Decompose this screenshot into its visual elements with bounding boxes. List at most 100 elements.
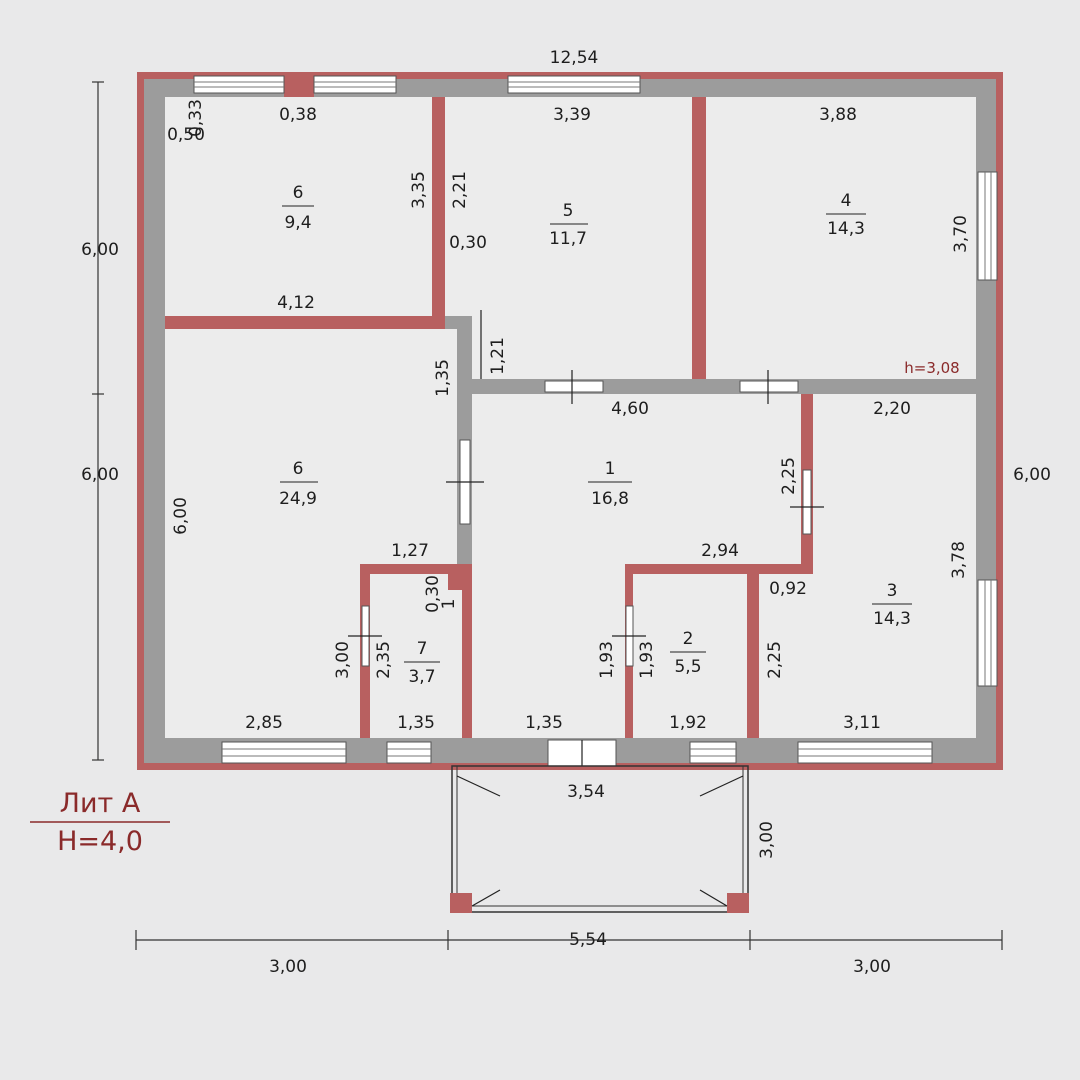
room-number: 2: [683, 629, 694, 649]
window-bottom-3: [689, 741, 737, 764]
window-top-1: [193, 75, 285, 94]
window-bottom-4: [797, 741, 933, 764]
doors: [348, 310, 824, 767]
dim-right: 6,00: [1013, 465, 1051, 485]
dim-left-lower: 6,00: [81, 465, 119, 485]
room-area: 5,5: [674, 657, 701, 677]
dim-porch-inner: 3,54: [567, 782, 605, 802]
porch-post-right: [727, 893, 749, 913]
dim-r1-top: 4,60: [611, 399, 649, 419]
floor-room-3: [759, 394, 976, 738]
dim-porch-width: 5,54: [569, 930, 607, 950]
dim-r7-bottom: 1,35: [397, 713, 435, 733]
wall-7-pier: [448, 570, 462, 590]
window-bottom-1: [221, 741, 347, 764]
room-number: 5: [563, 201, 574, 221]
room-area: 14,3: [873, 609, 911, 629]
floor-room-6-large: [165, 329, 472, 738]
dim-r7-left-b: 2,35: [374, 641, 394, 679]
wall-7-top: [360, 564, 472, 574]
ceiling-height-mark: h=3,08: [904, 359, 959, 377]
pier-top-left: [284, 72, 314, 97]
room-number: 6: [293, 183, 304, 203]
dim-left-upper: 6,00: [81, 240, 119, 260]
dim-r3-top: 2,20: [873, 399, 911, 419]
porch-post-left: [450, 893, 472, 913]
room-labels: 6 9,4 5 11,7 4 14,3 6 24,9 1 16,8 7 3,7 …: [279, 183, 912, 687]
dim-r6s-top: 0,38: [279, 105, 317, 125]
dim-r6l-left: 6,00: [171, 497, 191, 535]
floor-room-1: [472, 394, 801, 738]
door-1-4: [739, 380, 799, 393]
room-area: 11,7: [549, 229, 587, 249]
wall-7-right: [462, 564, 472, 738]
dim-r1-bottom: 1,35: [525, 713, 563, 733]
wall-6s-6l: [165, 316, 445, 329]
dim-r3-bottom: 3,11: [843, 713, 881, 733]
wall-6s-5: [432, 97, 445, 316]
room-area: 24,9: [279, 489, 317, 509]
window-right-1: [977, 171, 998, 281]
dim-porch-depth: 3,00: [757, 821, 777, 859]
floor-room-7: [370, 574, 462, 738]
dim-r2-left-b: 1,93: [637, 641, 657, 679]
dim-r5-bottom: 1,21: [488, 337, 508, 375]
floor-room-5: [445, 97, 692, 379]
dim-overall-top: 12,54: [550, 48, 599, 68]
dim-r6s-b: 0,33: [186, 99, 206, 137]
room-number: 3: [887, 581, 898, 601]
room-number: 1: [605, 459, 616, 479]
dim-r3-right: 3,78: [949, 541, 969, 579]
dim-r5-wall: 0,30: [449, 233, 487, 253]
dim-r7-wall: 0,30: [423, 575, 443, 613]
dim-r3-left: 2,25: [765, 641, 785, 679]
title-block: Лит А H=4,0: [30, 788, 170, 857]
dim-r6l-bottom: 2,85: [245, 713, 283, 733]
dim-r7-left-a: 3,00: [333, 641, 353, 679]
room-number: 4: [841, 191, 852, 211]
window-top-3: [507, 75, 641, 94]
dim-r5-top: 3,39: [553, 105, 591, 125]
floor-room-2: [633, 574, 747, 738]
lit-label: Лит А: [60, 788, 141, 819]
dimension-labels: 12,54 6,00 6,00 6,00 3,00 3,00 5,54 3,54…: [81, 48, 1051, 977]
dim-r3-wall: 0,92: [769, 579, 807, 599]
room-area: 3,7: [408, 667, 435, 687]
dim-r1-mid: 2,94: [701, 541, 739, 561]
dimension-lines: [92, 81, 1003, 950]
window-top-2: [313, 75, 397, 94]
dim-r6s-right: 3,35: [409, 171, 429, 209]
porch-outline: [451, 765, 749, 913]
wall-5-4: [692, 97, 706, 379]
dim-r7-top: 1,27: [391, 541, 429, 561]
window-right-2: [977, 579, 998, 687]
wall-1-2-top: [625, 564, 813, 574]
room-floors: [165, 97, 976, 738]
window-bottom-2: [386, 741, 432, 764]
dim-r6s-bottom: 4,12: [277, 293, 315, 313]
building-height: H=4,0: [57, 826, 143, 857]
door-1-5: [544, 380, 604, 393]
dim-bottom-left: 3,00: [269, 957, 307, 977]
door-1-3: [802, 469, 812, 535]
dim-r6l-top: 1,35: [433, 359, 453, 397]
dim-r7-wall2: 1: [439, 599, 459, 610]
dim-r2-bottom: 1,92: [669, 713, 707, 733]
dim-r4-top: 3,88: [819, 105, 857, 125]
dim-r4-right: 3,70: [951, 215, 971, 253]
room-area: 14,3: [827, 219, 865, 239]
room-number: 7: [417, 639, 428, 659]
wall-2-3: [747, 564, 759, 738]
dim-r1-right: 2,25: [779, 457, 799, 495]
windows: [193, 75, 998, 764]
room-number: 6: [293, 459, 304, 479]
room-area: 16,8: [591, 489, 629, 509]
porch: [450, 765, 749, 913]
dim-bottom-right: 3,00: [853, 957, 891, 977]
room-area: 9,4: [284, 213, 311, 233]
floor-room-4: [706, 97, 976, 379]
dim-r6s-a: 0,50: [167, 125, 205, 145]
dim-r2-left-a: 1,93: [597, 641, 617, 679]
dim-r5-left: 2,21: [450, 171, 470, 209]
